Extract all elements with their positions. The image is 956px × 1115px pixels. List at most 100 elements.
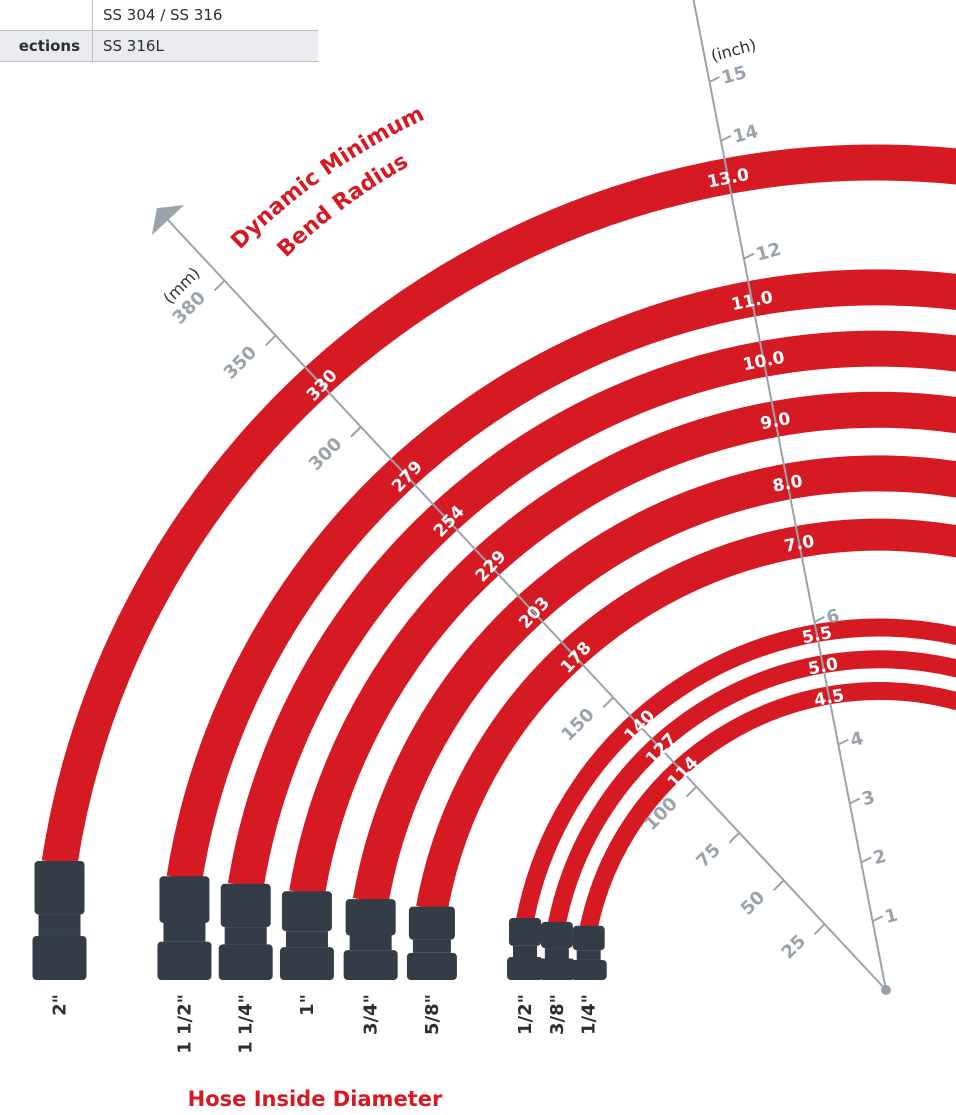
inch-tick-label: 1 bbox=[883, 905, 901, 929]
spec-row: ections SS 316L bbox=[0, 30, 318, 62]
hose-size-label: 1/4" bbox=[579, 994, 600, 1035]
fitting-body bbox=[408, 906, 455, 940]
fitting-body bbox=[220, 883, 271, 928]
inch-tick-label: 2 bbox=[871, 846, 889, 870]
hose-size-label: 1" bbox=[297, 994, 318, 1016]
fitting-nut bbox=[32, 935, 87, 980]
mm-tick bbox=[264, 334, 277, 347]
hose-inch-label: 5.5 bbox=[800, 623, 833, 648]
hose-fitting bbox=[279, 891, 334, 980]
mm-tick bbox=[213, 279, 226, 292]
mm-tick-label: 25 bbox=[778, 931, 811, 964]
inch-tick-label: 6 bbox=[824, 605, 842, 629]
inch-axis-line bbox=[692, 0, 887, 991]
fitting-neck bbox=[163, 922, 206, 942]
fitting-nut bbox=[279, 947, 334, 980]
mm-tick-label: 75 bbox=[692, 839, 725, 872]
inch-tick-label: 4 bbox=[848, 728, 866, 752]
hose-size-label: 1 1/2" bbox=[174, 994, 195, 1054]
spec-value: SS 316L bbox=[92, 30, 318, 62]
fitting-body bbox=[540, 921, 573, 949]
fitting-body bbox=[345, 899, 396, 936]
inch-tick bbox=[813, 615, 825, 623]
spec-value: SS 304 / SS 316 bbox=[92, 0, 318, 31]
inch-tick bbox=[720, 134, 732, 142]
hose-size-label: 3/4" bbox=[361, 994, 382, 1035]
inch-unit-label: (inch) bbox=[709, 35, 758, 65]
fitting-nut bbox=[157, 941, 212, 980]
hose-arc bbox=[41, 144, 956, 866]
fitting-body bbox=[572, 925, 605, 951]
fitting-nut bbox=[343, 950, 398, 980]
hose-size-label: 3/8" bbox=[547, 994, 568, 1035]
inch-tick bbox=[872, 915, 884, 923]
hose-arc bbox=[579, 682, 956, 930]
hose-arc bbox=[352, 455, 956, 905]
hose-fitting bbox=[538, 921, 575, 980]
fitting-neck bbox=[38, 914, 81, 936]
hose-arc bbox=[289, 391, 956, 897]
hose-arc bbox=[227, 330, 956, 889]
fitting-neck bbox=[285, 931, 328, 948]
fitting-nut bbox=[406, 952, 457, 980]
hose-fitting bbox=[507, 918, 543, 980]
fitting-body bbox=[34, 861, 85, 915]
hose-fitting bbox=[157, 876, 212, 980]
inch-tick bbox=[743, 252, 755, 260]
spec-label bbox=[0, 0, 93, 31]
inch-tick bbox=[837, 738, 849, 746]
hose-size-label: 5/8" bbox=[422, 994, 443, 1035]
hose-size-label: 2" bbox=[50, 994, 71, 1016]
hose-arc bbox=[166, 269, 956, 882]
fitting-neck bbox=[576, 950, 601, 960]
inch-tick bbox=[860, 856, 872, 864]
hose-arc bbox=[516, 618, 956, 922]
mm-tick bbox=[813, 923, 826, 935]
fitting-neck bbox=[544, 948, 569, 959]
hose-arc bbox=[416, 518, 956, 912]
inch-tick-label: 14 bbox=[731, 121, 761, 148]
inch-tick-label: 15 bbox=[719, 62, 749, 89]
mm-tick bbox=[685, 785, 698, 798]
fitting-neck bbox=[224, 927, 267, 945]
hose-fitting bbox=[32, 861, 87, 980]
hose-arc bbox=[548, 650, 956, 926]
fitting-body bbox=[159, 876, 210, 923]
mm-tick-label: 350 bbox=[220, 342, 261, 383]
hose-fitting bbox=[218, 883, 273, 980]
fitting-nut bbox=[538, 958, 575, 980]
hose-size-label: 1 1/4" bbox=[236, 994, 257, 1054]
mm-axis-line bbox=[165, 217, 887, 991]
mm-tick bbox=[350, 426, 362, 438]
fitting-neck bbox=[349, 935, 392, 951]
mm-tick bbox=[772, 879, 785, 892]
fitting-nut bbox=[570, 959, 607, 980]
mm-tick-label: 300 bbox=[305, 434, 346, 475]
footer-label: Hose Inside Diameter bbox=[188, 1087, 443, 1111]
hose-size-label: 1/2" bbox=[515, 994, 536, 1035]
mm-tick-label: 50 bbox=[737, 887, 770, 920]
hose-fitting bbox=[570, 925, 607, 980]
mm-axis-arrow bbox=[151, 205, 185, 236]
fitting-neck bbox=[412, 939, 451, 953]
spec-table: SS 304 / SS 316 ections SS 316L bbox=[0, 0, 318, 62]
spec-label: ections bbox=[0, 30, 93, 62]
hose-fitting bbox=[406, 906, 457, 980]
inch-tick-label: 3 bbox=[860, 787, 878, 811]
hose-inch-label: 5.0 bbox=[807, 654, 841, 679]
hose-inch-label: 4.5 bbox=[813, 685, 846, 710]
axis-origin bbox=[881, 985, 891, 995]
hoses-layer bbox=[32, 144, 956, 980]
spec-row: SS 304 / SS 316 bbox=[0, 0, 318, 31]
fitting-body bbox=[509, 918, 541, 946]
inch-tick bbox=[849, 797, 861, 805]
mm-tick bbox=[602, 696, 614, 709]
fitting-nut bbox=[507, 957, 543, 980]
fitting-nut bbox=[218, 944, 273, 980]
fitting-body bbox=[281, 891, 332, 932]
mm-tick-label: 150 bbox=[557, 704, 598, 745]
inch-tick-label: 12 bbox=[754, 239, 784, 266]
inch-tick bbox=[709, 76, 720, 83]
mm-tick bbox=[728, 832, 741, 844]
